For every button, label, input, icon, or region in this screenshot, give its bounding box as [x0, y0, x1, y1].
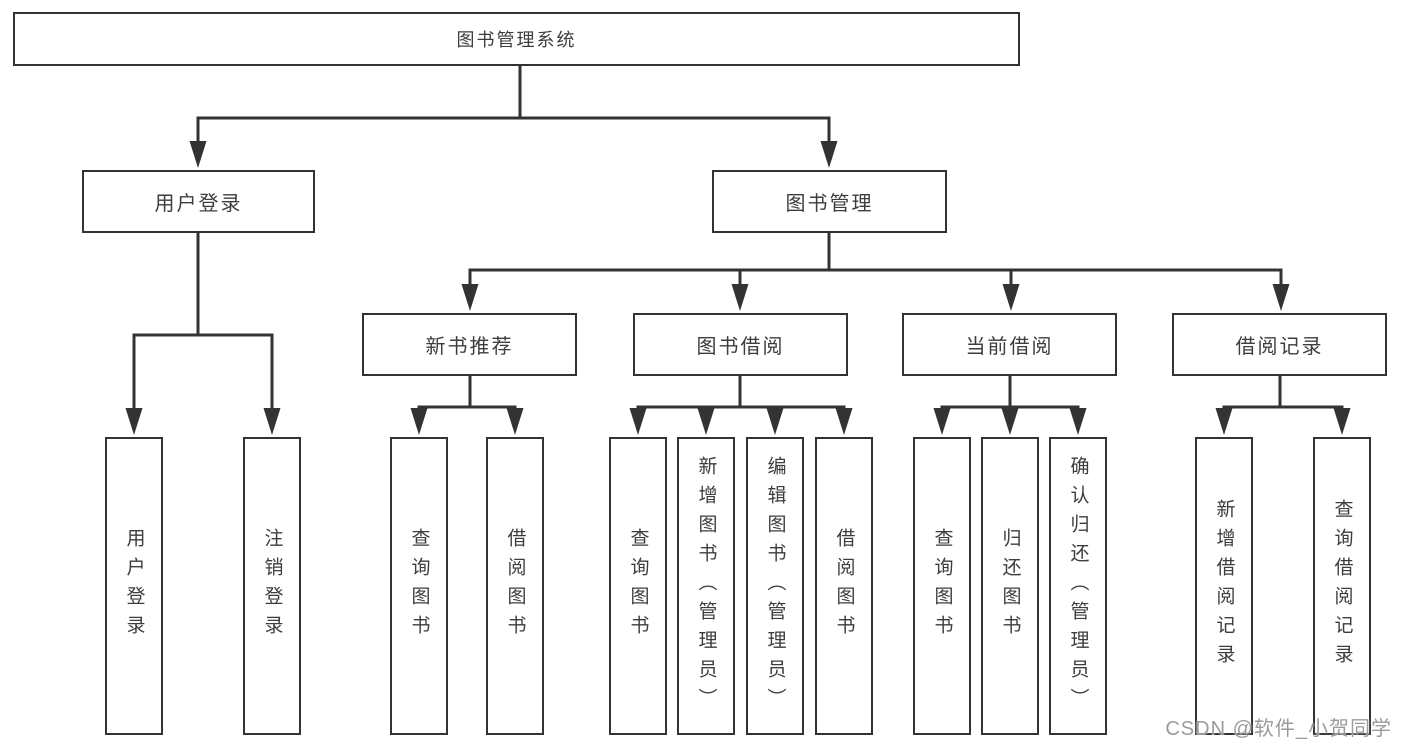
- connector-book-borrow-group: [636, 376, 846, 412]
- connector-user-login-branch: [132, 233, 274, 412]
- leaf-query-books-current: 查询图书: [913, 437, 971, 735]
- leaf-query-books-recommend: 查询图书: [390, 437, 448, 735]
- node-root-system: 图书管理系统: [13, 12, 1020, 66]
- node-borrow-records: 借阅记录: [1172, 313, 1387, 376]
- node-book-borrow: 图书借阅: [633, 313, 848, 376]
- node-current-borrow: 当前借阅: [902, 313, 1117, 376]
- connector-book-management-branch: [468, 233, 1283, 288]
- leaf-return-books: 归还图书: [981, 437, 1039, 735]
- leaf-add-borrow-record: 新增借阅记录: [1195, 437, 1253, 735]
- leaf-user-login: 用户登录: [105, 437, 163, 735]
- leaf-logout: 注销登录: [243, 437, 301, 735]
- csdn-watermark: CSDN @软件_小贺同学: [1165, 718, 1392, 740]
- connector-new-book-group: [417, 376, 517, 412]
- node-user-login: 用户登录: [82, 170, 315, 233]
- leaf-confirm-return-admin: 确认归还（管理员）: [1049, 437, 1107, 735]
- connector-root: [196, 64, 831, 145]
- leaf-edit-book-admin: 编辑图书（管理员）: [746, 437, 804, 735]
- connector-current-borrow-group: [940, 376, 1080, 412]
- connector-borrow-records-group: [1222, 376, 1344, 412]
- node-book-management: 图书管理: [712, 170, 947, 233]
- leaf-add-book-admin: 新增图书（管理员）: [677, 437, 735, 735]
- leaf-borrow-books: 借阅图书: [815, 437, 873, 735]
- leaf-query-books-borrow: 查询图书: [609, 437, 667, 735]
- node-new-book-recommend: 新书推荐: [362, 313, 577, 376]
- leaf-query-borrow-record: 查询借阅记录: [1313, 437, 1371, 735]
- leaf-borrow-books-recommend: 借阅图书: [486, 437, 544, 735]
